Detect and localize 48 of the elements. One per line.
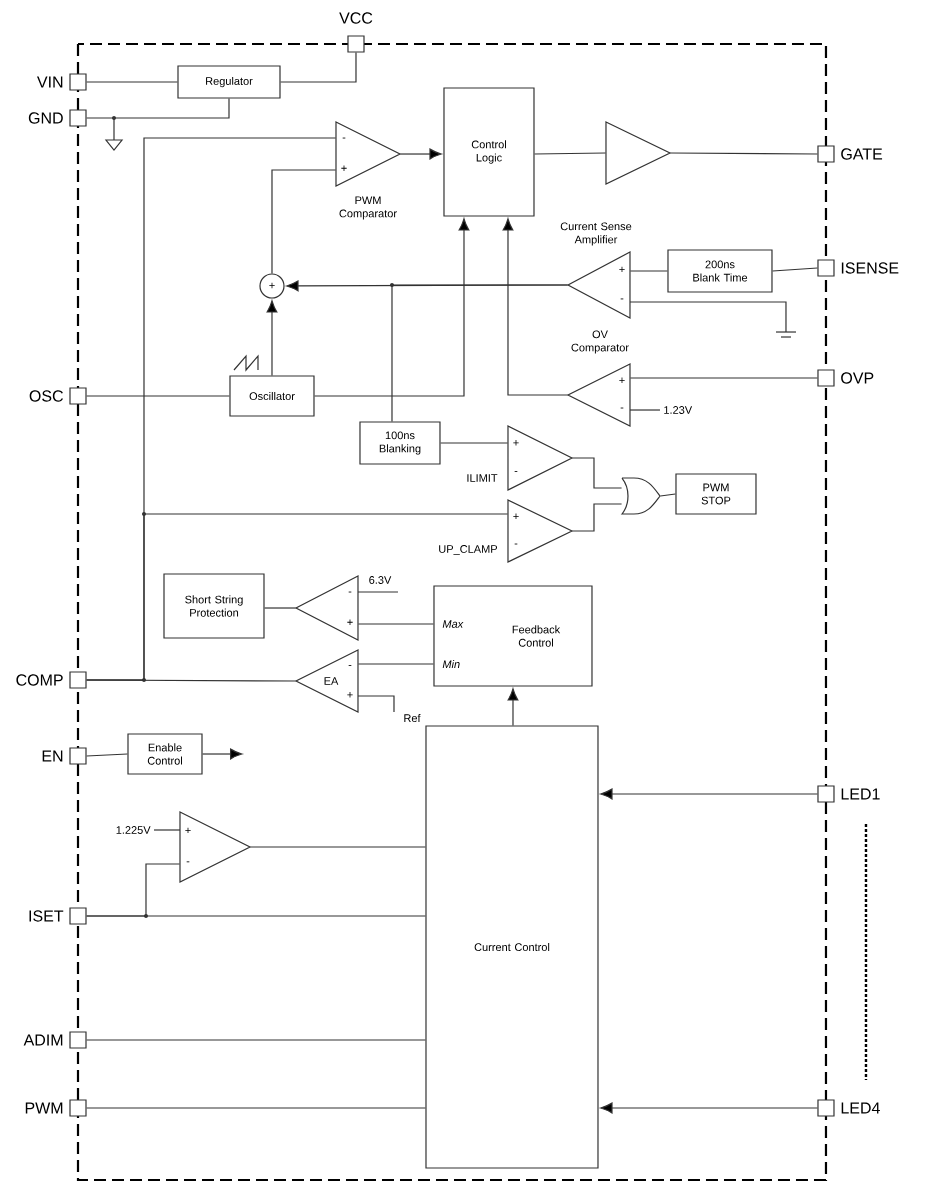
buffer-symbol: [605, 121, 672, 185]
arrow: [314, 218, 470, 397]
wire: [669, 152, 818, 155]
arrow: [600, 1102, 818, 1114]
pin-label: ISET: [29, 910, 64, 922]
pin-label: EN: [42, 750, 63, 762]
wire: [86, 513, 509, 681]
pin-label: LED1: [841, 788, 880, 800]
wire: [86, 395, 230, 397]
pin-label: LED4: [841, 1102, 880, 1114]
wire: [86, 863, 181, 917]
wire: [86, 1107, 426, 1109]
wire: [629, 377, 818, 379]
pin-label: ISENSE: [841, 262, 899, 274]
wire: [571, 457, 623, 489]
pin-label: COMP: [16, 674, 63, 686]
wire: [249, 846, 426, 848]
or-gate-symbol: [621, 477, 661, 515]
arrow: [202, 748, 243, 760]
wire: [772, 267, 818, 272]
arrow: [600, 788, 818, 800]
wire: [440, 442, 509, 444]
pin-label: VIN: [37, 76, 63, 88]
wire: [629, 270, 668, 272]
wire: [659, 493, 676, 497]
arrow: [502, 218, 569, 396]
arrow: [507, 688, 519, 726]
wire: [86, 753, 128, 757]
wire: [357, 623, 434, 625]
arrow: [399, 148, 442, 160]
wire: [86, 81, 178, 83]
pin-label: PWM: [25, 1102, 63, 1114]
wire: [357, 663, 434, 665]
wire: [280, 52, 357, 83]
pin-label: OSC: [29, 390, 63, 402]
pin-label: GND: [28, 112, 63, 124]
wire: [271, 169, 337, 274]
pin-label: VCC: [339, 12, 373, 24]
pin-label: GATE: [841, 148, 883, 160]
pin-label: OVP: [841, 372, 874, 384]
wire: [571, 503, 623, 532]
pin-label: ADIM: [23, 1034, 63, 1046]
wire: [264, 607, 297, 609]
wire: [534, 152, 607, 155]
wire: [86, 1039, 426, 1041]
wire: [86, 98, 230, 119]
wire: [391, 284, 569, 422]
arrow: [266, 300, 278, 376]
